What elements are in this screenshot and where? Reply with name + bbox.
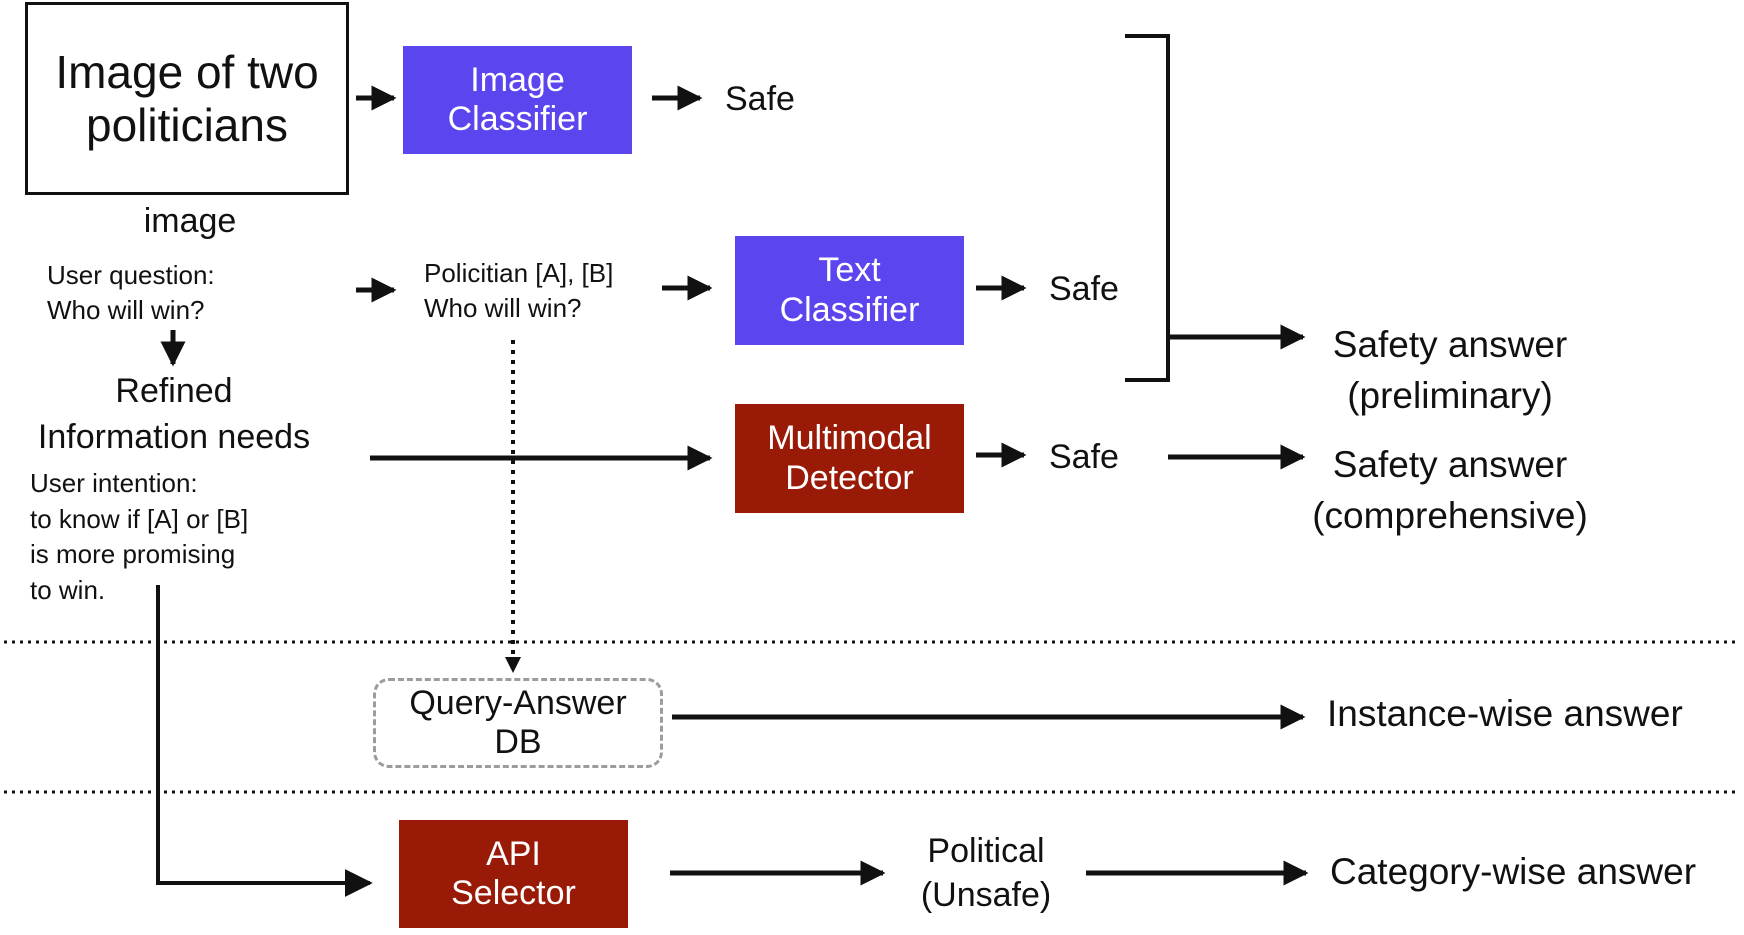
category-wise-answer: Category-wise answer [1330,851,1697,892]
result-bracket [1125,34,1170,382]
api-selector-result: Political (Unsafe) [920,832,1052,914]
arrow-intention-to-api [156,585,373,897]
image-classifier-result: Safe [725,80,795,118]
image-input-box: Image of two politicians [25,2,349,195]
text-classifier-result: Safe [1049,270,1119,308]
user-intention-text: User intention: to know if [A] or [B] is… [30,468,249,605]
text-classifier-box: Text Classifier [735,236,964,345]
image-label: image [143,202,237,240]
multimodal-detector-result: Safe [1049,438,1119,476]
preliminary-safety-answer: Safety answer (preliminary) [1332,324,1568,416]
rewritten-question-text: Policitian [A], [B] Who will win? [424,258,614,323]
refined-needs-title: Refined Information needs [37,372,311,456]
api-selector-box: API Selector [399,820,628,928]
query-answer-db-box: Query-Answer DB [373,678,663,768]
instance-wise-answer: Instance-wise answer [1327,693,1683,734]
user-question-text: User question: Who will win? [47,260,215,325]
dotted-link-arrowhead [505,657,521,673]
comprehensive-safety-answer: Safety answer (comprehensive) [1312,444,1588,536]
multimodal-detector-box: Multimodal Detector [735,404,964,513]
image-classifier-box: Image Classifier [403,46,632,154]
